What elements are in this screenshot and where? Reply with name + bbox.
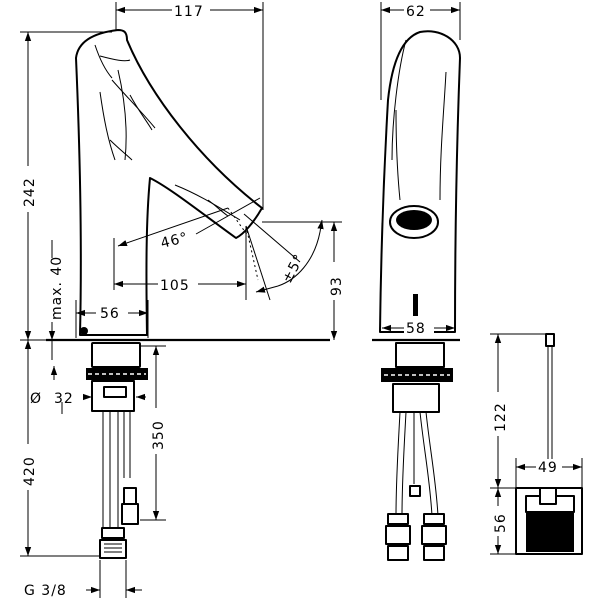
dim-105: 105: [160, 278, 190, 294]
dim-thread: G 3/8: [24, 583, 67, 599]
dim-angle-46: 46°: [159, 230, 190, 252]
dim-49: 49: [538, 460, 558, 476]
dimension-labels: 117 62 242 max. 40 46° ±5° 105 93 56 58 …: [18, 2, 562, 599]
control-box: [515, 333, 583, 555]
dim-93: 93: [329, 276, 345, 296]
dim-58: 58: [406, 321, 426, 337]
dim-242: 242: [22, 177, 38, 207]
dim-350: 350: [151, 420, 167, 450]
side-view-faucet: [75, 29, 263, 336]
dim-420: 420: [22, 456, 38, 486]
side-view-connection: [46, 338, 330, 559]
dim-diameter-symbol: Ø: [30, 391, 42, 407]
front-view-connection: [372, 338, 460, 561]
front-view-faucet: [379, 30, 461, 333]
dim-max-40: max. 40: [49, 256, 65, 320]
dim-56-box: 56: [493, 513, 509, 533]
dim-56-base: 56: [100, 306, 120, 322]
dim-32: 32: [54, 391, 74, 407]
dim-62: 62: [406, 4, 426, 20]
dim-117: 117: [174, 4, 204, 20]
dim-122: 122: [493, 402, 509, 432]
